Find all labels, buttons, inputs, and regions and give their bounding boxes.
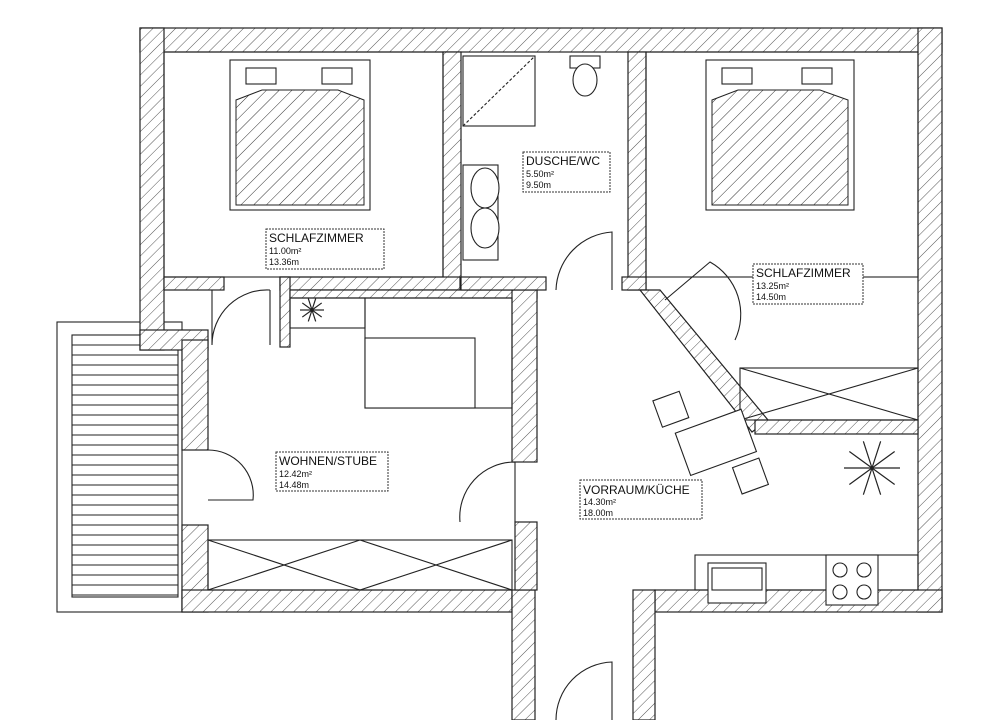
plant-icon <box>844 441 900 495</box>
svg-text:14.50m: 14.50m <box>756 292 786 302</box>
wardrobe-living <box>207 539 513 591</box>
stairs <box>56 321 183 613</box>
svg-text:11.00m²: 11.00m² <box>269 246 301 256</box>
svg-text:DUSCHE/WC: DUSCHE/WC <box>526 154 600 168</box>
svg-text:VORRAUM/KÜCHE: VORRAUM/KÜCHE <box>583 483 690 497</box>
sofa <box>289 297 513 409</box>
svg-text:14.48m: 14.48m <box>279 480 309 490</box>
kitchen-counter <box>694 554 919 606</box>
svg-text:18.00m: 18.00m <box>583 508 613 518</box>
svg-text:SCHLAFZIMMER: SCHLAFZIMMER <box>269 231 364 245</box>
room-label-bedroom-1: SCHLAFZIMMER 11.00m² 13.36m <box>265 228 385 270</box>
svg-text:12.42m²: 12.42m² <box>279 469 312 479</box>
svg-text:SCHLAFZIMMER: SCHLAFZIMMER <box>756 266 851 280</box>
svg-text:13.36m: 13.36m <box>269 257 299 267</box>
svg-text:13.25m²: 13.25m² <box>756 281 789 291</box>
bathroom-fixtures <box>462 55 601 261</box>
bed-right <box>705 59 855 211</box>
room-label-hall-kitchen: VORRAUM/KÜCHE 14.30m² 18.00m <box>579 479 703 520</box>
doors <box>207 231 742 720</box>
plant-icon <box>300 298 324 322</box>
bed-left <box>229 59 371 211</box>
wardrobe-bedroom-right <box>739 367 919 421</box>
room-label-bedroom-2: SCHLAFZIMMER 13.25m² 14.50m <box>752 263 864 305</box>
room-label-living: WOHNEN/STUBE 12.42m² 14.48m <box>275 451 389 492</box>
svg-text:9.50m: 9.50m <box>526 180 551 190</box>
svg-text:5.50m²: 5.50m² <box>526 169 554 179</box>
svg-text:WOHNEN/STUBE: WOHNEN/STUBE <box>279 454 377 468</box>
dining-table <box>652 390 770 495</box>
bedroom-left-area <box>163 51 444 278</box>
room-label-bathroom: DUSCHE/WC 5.50m² 9.50m <box>522 151 611 193</box>
svg-text:14.30m²: 14.30m² <box>583 497 616 507</box>
